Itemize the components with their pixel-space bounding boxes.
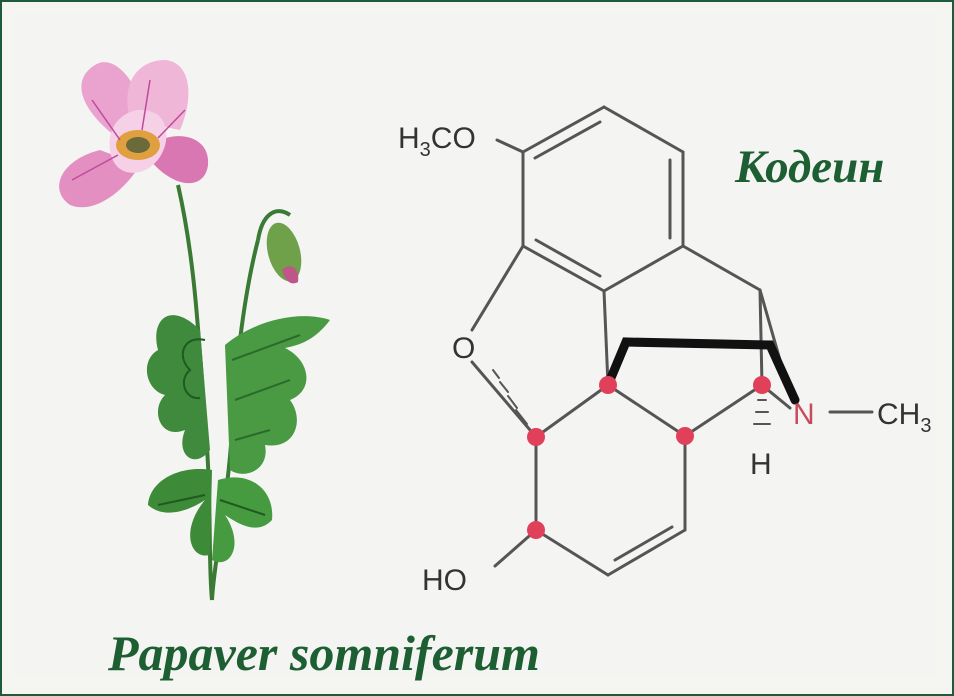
poppy-plant-illustration: [59, 60, 330, 601]
plant-name: Papaver somniferum: [108, 625, 540, 681]
codeine-structure: [470, 105, 874, 577]
poppy-bud: [266, 222, 302, 284]
hydrogen-label: H: [750, 448, 772, 481]
methyl-label: CH3: [877, 398, 931, 437]
oxygen-label: O: [452, 332, 475, 365]
stereocenter-dot: [599, 376, 617, 394]
stereocenter-dot: [676, 427, 694, 445]
stereocenter-dot: [753, 376, 771, 394]
nitrogen-label: N: [793, 398, 815, 431]
poppy-flower: [59, 60, 209, 208]
stereocenter-markers: [527, 376, 771, 539]
methoxy-label: H3CO: [398, 122, 476, 161]
stereocenter-dot: [527, 521, 545, 539]
poppy-leaves: [146, 315, 330, 563]
stereocenter-dot: [527, 428, 545, 446]
hydroxyl-label: HO: [422, 564, 467, 597]
compound-name: Кодеин: [735, 141, 885, 193]
